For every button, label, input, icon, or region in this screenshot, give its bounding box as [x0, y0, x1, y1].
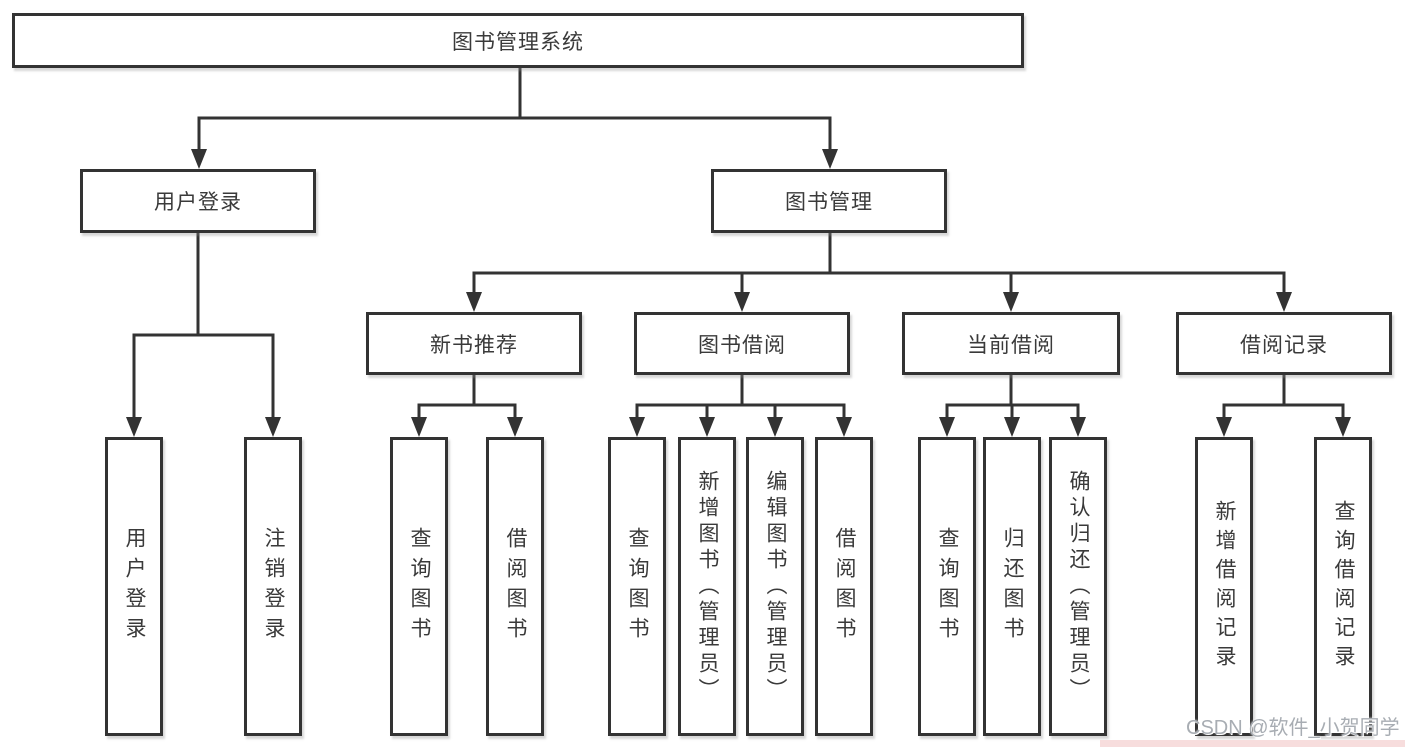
node-borrow-record: 借阅记录: [1176, 312, 1392, 375]
leaf-borrow-query-book: 查询图书: [608, 437, 666, 736]
connector-book-borrow-children: [629, 373, 852, 437]
node-book-management: 图书管理: [711, 169, 947, 233]
leaf-return-book: 归还图书: [983, 437, 1041, 736]
leaf-current-query-book-label: 查询图书: [936, 526, 959, 647]
connector-new-book-children: [411, 373, 523, 437]
leaf-newbook-query-book-label: 查询图书: [408, 526, 431, 647]
node-new-book-recommend: 新书推荐: [366, 312, 582, 375]
connector-current-borrow-children: [939, 373, 1086, 437]
leaf-add-borrow-record-label: 新增借阅记录: [1213, 499, 1236, 674]
node-user-login-label: 用户登录: [154, 191, 242, 214]
connector-root-to-branches: [191, 66, 838, 169]
leaf-newbook-borrow-book: 借阅图书: [486, 437, 544, 736]
leaf-add-book-admin: 新增图书（管理员）: [678, 437, 736, 736]
leaf-borrow-query-book-label: 查询图书: [626, 526, 649, 647]
node-current-borrow: 当前借阅: [902, 312, 1120, 375]
leaf-query-borrow-record-label: 查询借阅记录: [1332, 499, 1355, 674]
leaf-borrow-book: 借阅图书: [815, 437, 873, 736]
node-root-system: 图书管理系统: [12, 13, 1024, 68]
leaf-newbook-query-book: 查询图书: [390, 437, 448, 736]
leaf-current-query-book: 查询图书: [918, 437, 976, 736]
leaf-confirm-return-admin: 确认归还（管理员）: [1049, 437, 1107, 736]
leaf-edit-book-admin-label: 编辑图书（管理员）: [764, 469, 787, 704]
leaf-borrow-book-label: 借阅图书: [833, 526, 856, 647]
leaf-return-book-label: 归还图书: [1001, 526, 1024, 647]
connector-user-login-children: [126, 231, 281, 437]
leaf-newbook-borrow-book-label: 借阅图书: [504, 526, 527, 647]
leaf-user-login-label: 用户登录: [123, 526, 146, 647]
node-new-book-recommend-label: 新书推荐: [430, 333, 518, 357]
leaf-user-login: 用户登录: [105, 437, 163, 736]
leaf-confirm-return-admin-label: 确认归还（管理员）: [1067, 469, 1090, 704]
node-current-borrow-label: 当前借阅: [967, 333, 1055, 357]
leaf-logout: 注销登录: [244, 437, 302, 736]
node-book-management-label: 图书管理: [785, 191, 873, 214]
leaf-edit-book-admin: 编辑图书（管理员）: [746, 437, 804, 736]
leaf-add-borrow-record: 新增借阅记录: [1195, 437, 1253, 736]
leaf-logout-label: 注销登录: [262, 526, 285, 647]
node-user-login: 用户登录: [80, 169, 316, 233]
connector-borrow-record-children: [1216, 373, 1351, 437]
node-book-borrow-label: 图书借阅: [698, 333, 786, 357]
watermark-band: [1100, 740, 1405, 747]
leaf-add-book-admin-label: 新增图书（管理员）: [696, 469, 719, 704]
connector-book-mgmt-children: [466, 231, 1292, 312]
node-book-borrow: 图书借阅: [634, 312, 850, 375]
leaf-query-borrow-record: 查询借阅记录: [1314, 437, 1372, 736]
node-root-system-label: 图书管理系统: [452, 30, 584, 54]
node-borrow-record-label: 借阅记录: [1240, 333, 1328, 357]
watermark-text: CSDN @软件_小贺同学: [1186, 717, 1400, 739]
